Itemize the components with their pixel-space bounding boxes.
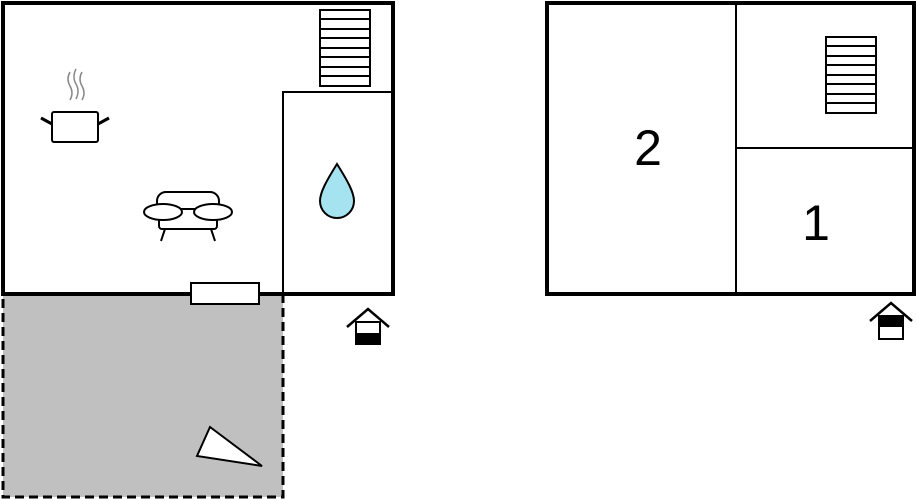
room-label-2: 2: [634, 120, 662, 176]
sun-lounger-icon: [195, 425, 263, 467]
ground-floor: [1, 1, 395, 499]
stairs-icon: [319, 9, 371, 87]
bathroom-wall: [282, 91, 391, 294]
upper-floor: 2 1: [545, 1, 916, 340]
water-drop-icon: [318, 162, 356, 219]
stairs-icon: [825, 36, 877, 114]
sofa-icon: [143, 191, 233, 242]
room-label-1: 1: [802, 195, 830, 251]
entrance-icon: [346, 307, 390, 345]
terrace: [1, 292, 285, 499]
window: [190, 282, 260, 305]
entrance-icon: [869, 301, 913, 340]
cooking-pot-icon: [40, 68, 110, 143]
